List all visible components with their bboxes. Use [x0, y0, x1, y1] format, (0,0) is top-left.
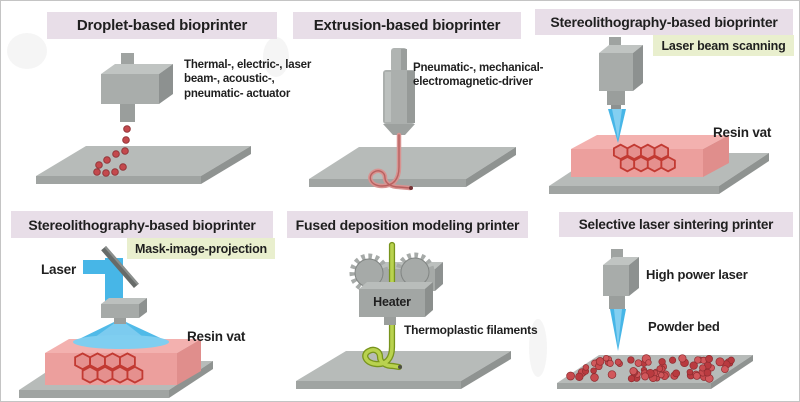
- extruded-filament-icon: [368, 132, 413, 191]
- resin-vat: [571, 135, 729, 177]
- panel-stereolithography-mask: Stereolithography-based bioprinter Mask-…: [1, 201, 281, 401]
- resin-vat-label: Resin vat: [187, 329, 246, 344]
- feed-gears-icon: [349, 252, 435, 293]
- panel-title: Selective laser sintering printer: [559, 212, 793, 237]
- panel-title: Droplet-based bioprinter: [47, 12, 277, 39]
- panel-title: Fused deposition modeling printer: [287, 211, 528, 238]
- light-cone-icon: [73, 322, 169, 349]
- laser-head-icon: [603, 249, 639, 309]
- mirror-icon: [101, 246, 139, 288]
- syringe-extruder-icon: [383, 48, 415, 135]
- laser-beam-icon: [610, 309, 626, 351]
- panel-title: Extrusion-based bioprinter: [293, 12, 521, 39]
- panel-extrusion-bioprinter: Extrusion-based bioprinter Pneumatic-, m…: [281, 1, 543, 201]
- powder-particles-icon: [566, 354, 735, 383]
- sla-mask-illustration: [19, 246, 213, 398]
- panel-sls-printer: Selective laser sintering printer High p…: [531, 201, 799, 401]
- powder-bed-label: Powder bed: [648, 319, 720, 334]
- build-platform: [309, 147, 516, 187]
- actuator-annotation: Thermal-, electric-, laser beam-, acoust…: [184, 59, 312, 100]
- build-platform: [296, 351, 511, 389]
- projection-lens-icon: [101, 298, 147, 324]
- watermark-smudge: [263, 37, 289, 77]
- fdm-illustration: [296, 241, 511, 389]
- heater-block-icon: [359, 282, 433, 325]
- panel-fdm-printer: Fused deposition modeling printer Heater…: [281, 201, 538, 401]
- panel-title: Stereolithography-based bioprinter: [11, 211, 273, 238]
- heater-label: Heater: [373, 295, 411, 309]
- thermoplastic-filaments-label: Thermoplastic filaments: [404, 323, 538, 337]
- build-platform: [36, 146, 251, 184]
- panel-title: Stereolithography-based bioprinter: [535, 9, 793, 35]
- green-filament-icon: [362, 241, 403, 371]
- high-power-laser-label: High power laser: [646, 267, 748, 282]
- extrusion-bioprinter-illustration: [309, 48, 516, 191]
- bioink-droplets-icon: [93, 125, 131, 177]
- resin-vat-label: Resin vat: [713, 125, 772, 140]
- driver-annotation: Pneumatic-, mechanical- electromagnetic-…: [413, 62, 544, 89]
- mask-image-projection-tag: Mask-image-projection: [127, 238, 275, 259]
- print-head-icon: [101, 53, 173, 122]
- laser-beam-icon: [608, 109, 626, 143]
- panel-droplet-bioprinter: Droplet-based bioprinter Thermal-, elect…: [1, 1, 311, 201]
- printed-honeycomb-pattern: [74, 352, 144, 384]
- sla-scanning-illustration: [549, 37, 769, 194]
- watermark-smudge: [7, 33, 47, 69]
- sls-illustration: [557, 249, 753, 389]
- laser-label: Laser: [41, 262, 77, 277]
- laser-head-icon: [599, 37, 643, 109]
- watermark-smudge: [529, 319, 547, 377]
- panel-stereolithography-scanning: Stereolithography-based bioprinter Laser…: [531, 1, 799, 201]
- laser-beam-scanning-tag: Laser beam scanning: [653, 35, 794, 56]
- printed-honeycomb-pattern: [613, 143, 676, 173]
- droplet-bioprinter-illustration: [36, 53, 251, 184]
